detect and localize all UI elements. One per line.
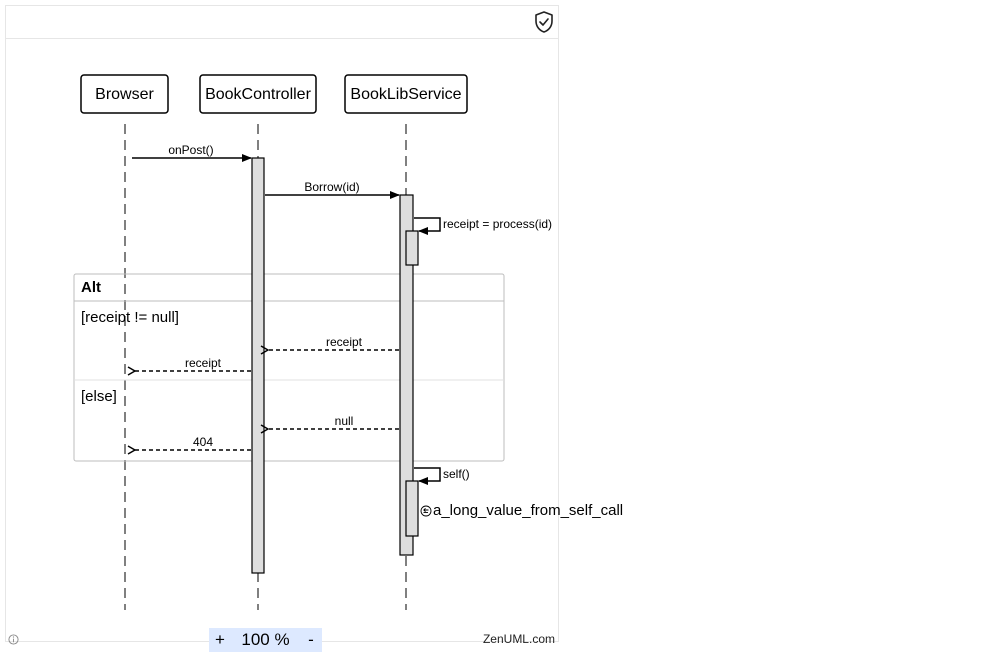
zoom-controls: + 100 % -: [209, 628, 322, 652]
participant-bookcontroller-label: BookController: [205, 86, 312, 103]
return-receipt-controller-label: receipt: [185, 356, 222, 370]
message-self-label: self(): [443, 467, 470, 481]
shield-check-icon[interactable]: [532, 10, 556, 34]
message-onpost[interactable]: onPost(): [132, 143, 252, 162]
info-icon[interactable]: [8, 634, 19, 645]
participant-bookcontroller[interactable]: BookController: [199, 74, 317, 114]
self-return-value: a_long_value_from_self_call: [420, 502, 623, 519]
return-receipt-service-label: receipt: [326, 335, 363, 349]
message-self[interactable]: self(): [414, 467, 470, 485]
zoom-out-button[interactable]: -: [308, 630, 314, 649]
alt-fragment: Alt [receipt != null] [else]: [73, 273, 505, 462]
activation-process: [405, 230, 419, 266]
brand-link[interactable]: ZenUML.com: [482, 632, 555, 646]
self-return-value-label: a_long_value_from_self_call: [433, 502, 624, 519]
participant-browser-label: Browser: [95, 86, 154, 103]
activation-self: [405, 480, 419, 537]
return-404-label: 404: [193, 435, 213, 449]
participant-booklibservice-label: BookLibService: [350, 86, 461, 103]
message-process-label: receipt = process(id): [443, 217, 552, 231]
return-arrow-icon: [420, 505, 432, 516]
participant-browser[interactable]: Browser: [80, 74, 169, 114]
fragment-condition-2: [else]: [81, 388, 117, 405]
return-receipt-controller[interactable]: receipt: [135, 356, 251, 371]
bottom-toolbar: + 100 % - ZenUML.com: [6, 616, 558, 652]
return-receipt-service[interactable]: receipt: [268, 335, 399, 350]
activation-bookcontroller: [251, 157, 265, 574]
message-borrow[interactable]: Borrow(id): [265, 180, 400, 199]
zoom-in-button[interactable]: +: [215, 630, 225, 649]
fragment-condition-1: [receipt != null]: [81, 309, 179, 326]
zoom-level: 100 %: [241, 630, 290, 649]
message-onpost-label: onPost(): [168, 143, 213, 157]
return-null[interactable]: null: [268, 414, 399, 429]
return-404[interactable]: 404: [135, 435, 251, 450]
return-null-label: null: [335, 414, 354, 428]
message-borrow-label: Borrow(id): [304, 180, 359, 194]
activation-booklibservice: [399, 194, 414, 556]
top-toolbar: [6, 6, 558, 39]
participant-booklibservice[interactable]: BookLibService: [344, 74, 468, 114]
message-process[interactable]: receipt = process(id): [414, 217, 552, 235]
fragment-type-label: Alt: [81, 279, 101, 296]
